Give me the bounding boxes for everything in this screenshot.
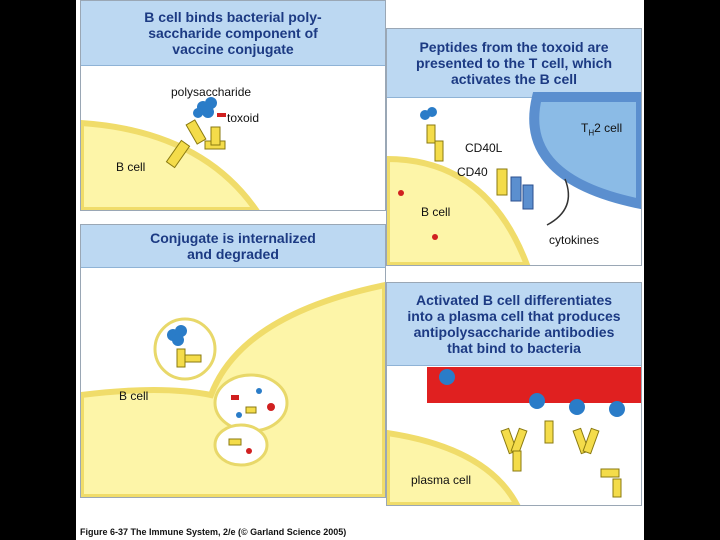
panel-4-header: Activated B cell differentiates into a p… xyxy=(387,283,641,366)
polysaccharide-cluster-icon xyxy=(439,369,625,417)
label-cytokines: cytokines xyxy=(549,233,600,247)
lysosome-icon xyxy=(213,373,289,433)
cytokine-arrow-icon xyxy=(546,178,570,226)
figure-page: B cell binds bacterial poly- saccharide … xyxy=(76,0,644,540)
panel-1-title: B cell binds bacterial poly- saccharide … xyxy=(144,9,322,57)
label-toxoid: toxoid xyxy=(227,111,260,125)
panel-2-title: Conjugate is internalized and degraded xyxy=(150,230,316,262)
th2-cell-icon xyxy=(529,92,641,210)
label-th2-cell: TH2 cell xyxy=(581,121,623,138)
figure-caption: Figure 6-37 The Immune System, 2/e (© Ga… xyxy=(80,527,347,537)
panel-plasma-cell: Activated B cell differentiates into a p… xyxy=(386,282,642,506)
degraded-fragments-icon xyxy=(228,388,275,454)
panel-bcell-binds: B cell binds bacterial poly- saccharide … xyxy=(80,0,386,211)
panel-4-illustration xyxy=(387,367,641,505)
panel-3-header: Peptides from the toxoid are presented t… xyxy=(387,29,641,98)
polysaccharide-icon xyxy=(193,97,217,118)
panel-3-title: Peptides from the toxoid are presented t… xyxy=(415,39,613,87)
label-cd40l: CD40L xyxy=(465,141,503,155)
panel-3-illustration xyxy=(387,92,641,265)
label-b-cell: B cell xyxy=(421,205,451,219)
panel-2-header: Conjugate is internalized and degraded xyxy=(81,225,385,268)
cd40-receptors-icon xyxy=(496,168,534,210)
panel-2-illustration xyxy=(81,281,385,497)
bcr-receptor-icon xyxy=(420,107,444,162)
panel-4-title: Activated B cell differentiates into a p… xyxy=(407,292,621,356)
panel-internalized: Conjugate is internalized and degraded B… xyxy=(80,224,386,498)
panel-1-header: B cell binds bacterial poly- saccharide … xyxy=(81,1,385,66)
bcr-receptor-icon xyxy=(165,119,226,169)
toxoid-icon xyxy=(217,113,226,117)
label-b-cell: B cell xyxy=(116,160,146,174)
label-b-cell: B cell xyxy=(119,389,149,403)
panel-1-illustration xyxy=(81,97,260,210)
panel-presentation: Peptides from the toxoid are presented t… xyxy=(386,28,642,266)
antibody-icon xyxy=(500,420,622,498)
conjugate-icon xyxy=(167,325,202,368)
label-plasma-cell: plasma cell xyxy=(411,473,472,487)
label-cd40: CD40 xyxy=(457,165,488,179)
label-polysaccharide: polysaccharide xyxy=(171,85,252,99)
